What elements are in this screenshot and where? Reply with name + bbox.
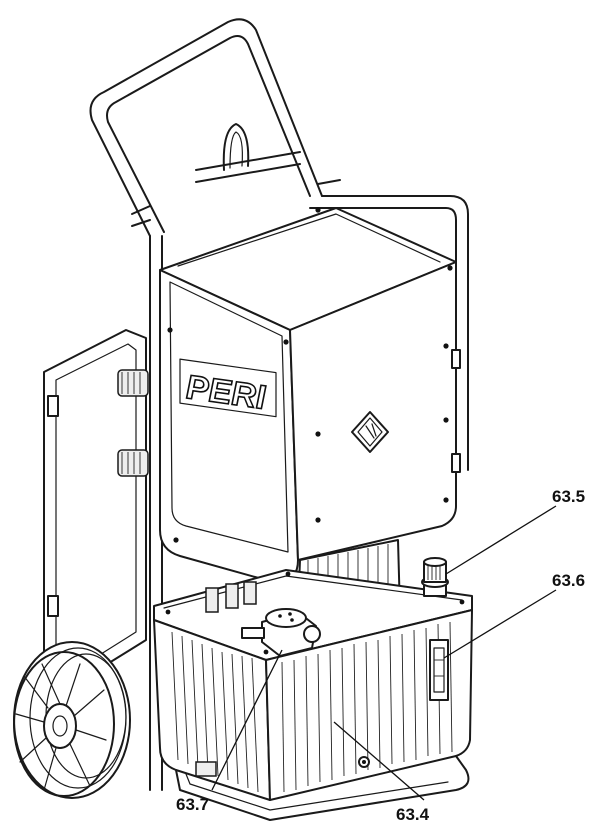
callout-leaders xyxy=(211,505,557,801)
manufacturer-emblem-icon xyxy=(351,411,389,453)
breather-cap-63-5 xyxy=(421,557,449,597)
oil-level-gauge-63-6 xyxy=(429,639,449,701)
hydraulic-coupling-lower xyxy=(117,449,149,477)
hose-door-panel xyxy=(43,329,149,693)
base-frame xyxy=(175,755,470,821)
callout-63-5: 63.5 xyxy=(552,487,585,506)
wheel-icon xyxy=(13,641,131,799)
callout-63-4: 63.4 xyxy=(396,805,430,824)
callout-63-6: 63.6 xyxy=(552,571,585,590)
valve-block-63-7 xyxy=(241,608,321,657)
motor-housing xyxy=(159,207,461,585)
callout-63-7: 63.7 xyxy=(176,795,209,814)
oil-tank-body xyxy=(153,609,473,801)
hydraulic-coupling-upper xyxy=(117,369,149,397)
